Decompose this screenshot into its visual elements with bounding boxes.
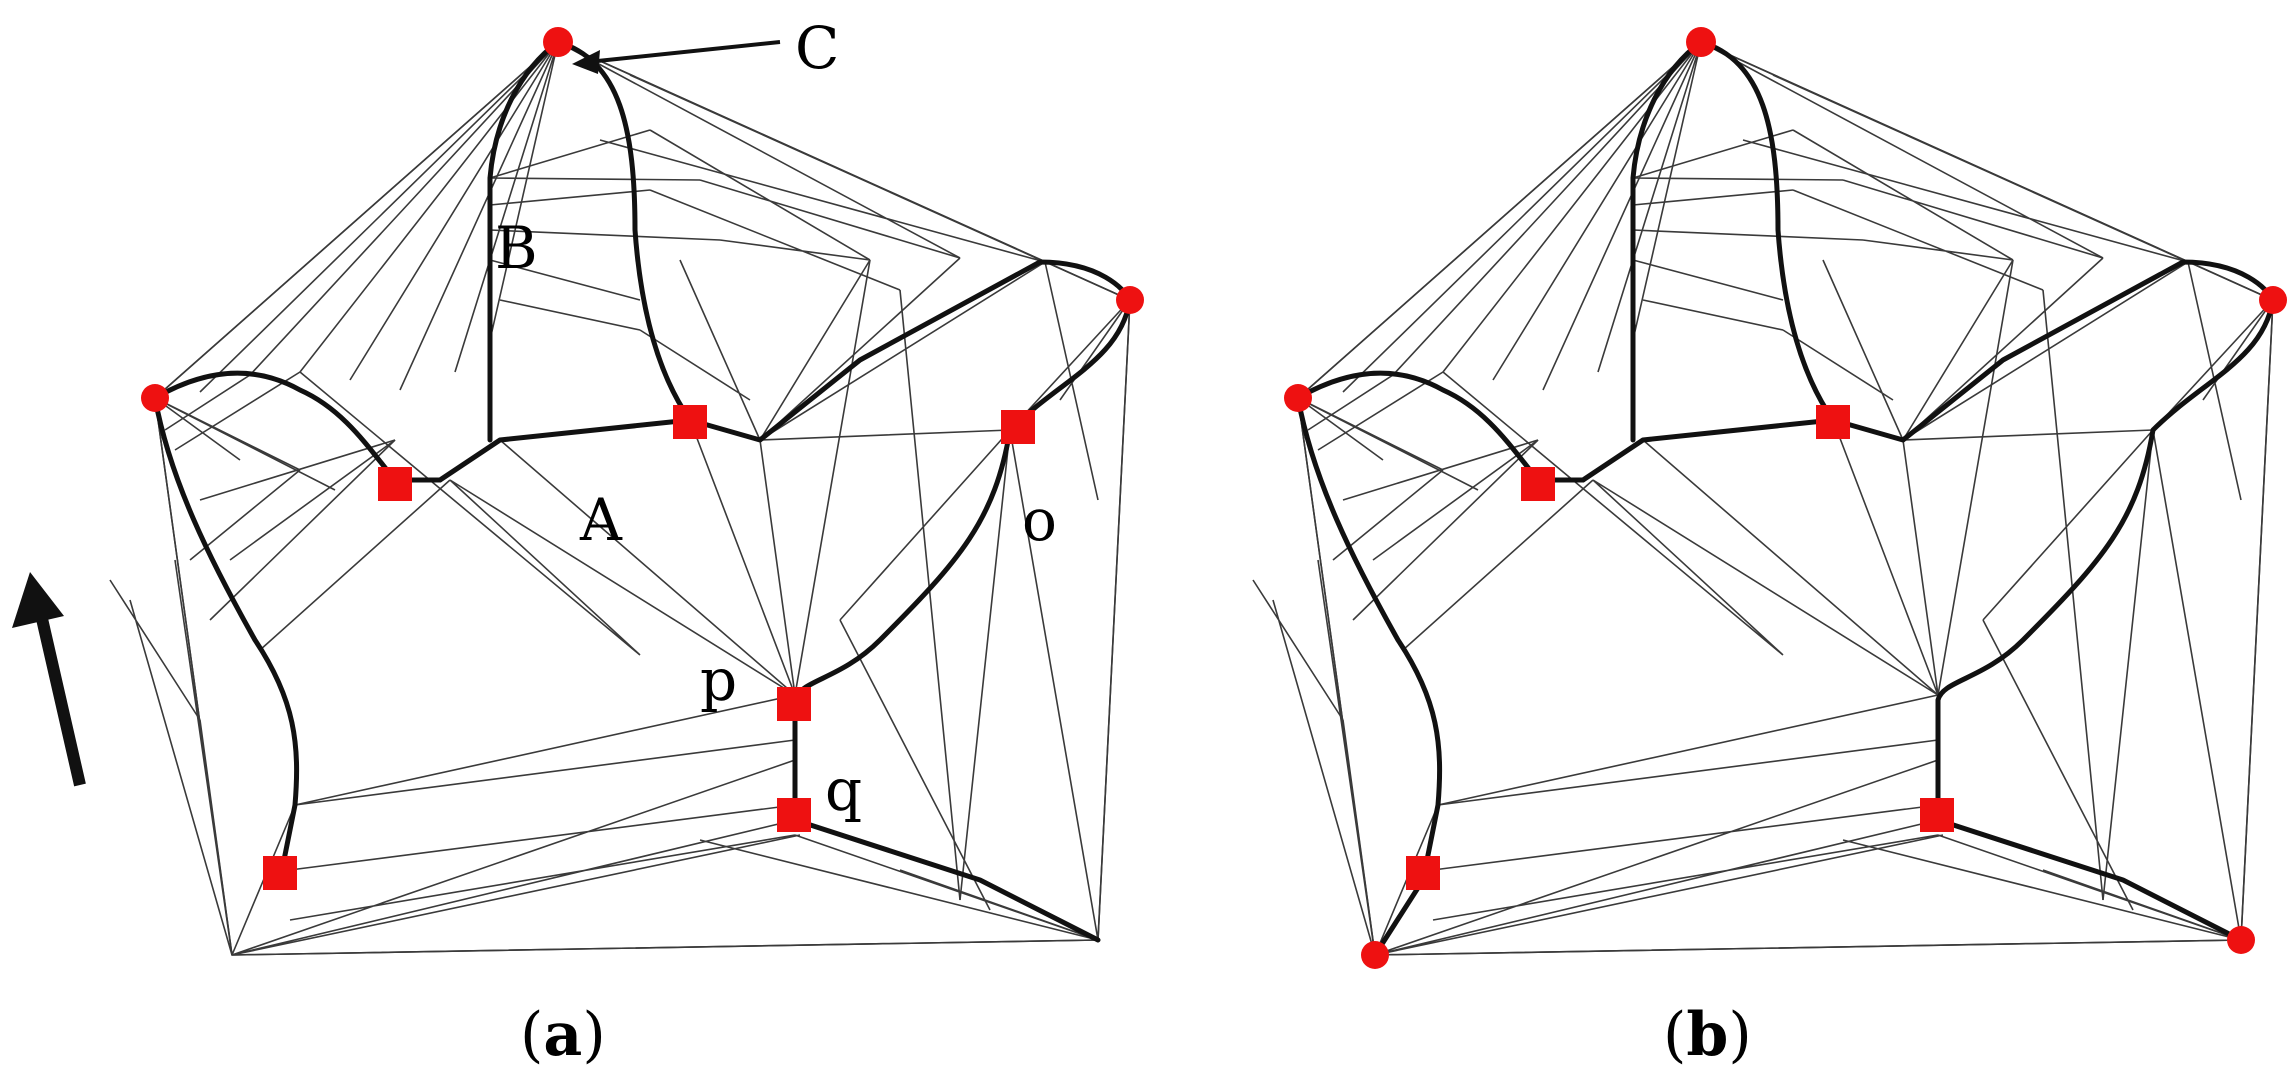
pointer-arrow-to-c [587, 40, 781, 64]
node-circle [1361, 941, 1389, 969]
panel-b: (b) [1252, 27, 2287, 1070]
caption-a: (a) [520, 1000, 606, 1070]
label-a: A [579, 486, 623, 554]
pointer-arrowhead [572, 50, 600, 74]
node-circle [543, 27, 573, 57]
label-c: C [795, 14, 839, 82]
label-p: p [700, 646, 737, 714]
node-square [673, 405, 707, 439]
node-square [1001, 410, 1035, 444]
node-circle [1116, 286, 1144, 314]
node-square [1406, 856, 1440, 890]
label-b: B [495, 214, 538, 282]
skeleton-a [152, 39, 1133, 943]
orientation-arrow [34, 608, 86, 787]
node-square [1920, 798, 1954, 832]
triangulation-edges-b [1252, 41, 2274, 956]
skeleton-b [1295, 39, 2276, 958]
label-o: o [1022, 486, 1057, 554]
nodes-b [1284, 27, 2287, 969]
node-circle [1686, 27, 1716, 57]
node-circle [1284, 384, 1312, 412]
caption-b: (b) [1663, 1000, 1752, 1070]
orientation-arrowhead [12, 572, 64, 628]
node-circle [2259, 286, 2287, 314]
node-square [1816, 405, 1850, 439]
panel-a: C B A o p q (a) [12, 14, 1144, 1070]
node-circle [2227, 926, 2255, 954]
node-circle [141, 384, 169, 412]
node-square [378, 467, 412, 501]
node-square [263, 856, 297, 890]
node-square [777, 798, 811, 832]
node-square [1521, 467, 1555, 501]
node-square [777, 687, 811, 721]
label-q: q [825, 756, 862, 824]
nodes-a [141, 27, 1144, 890]
